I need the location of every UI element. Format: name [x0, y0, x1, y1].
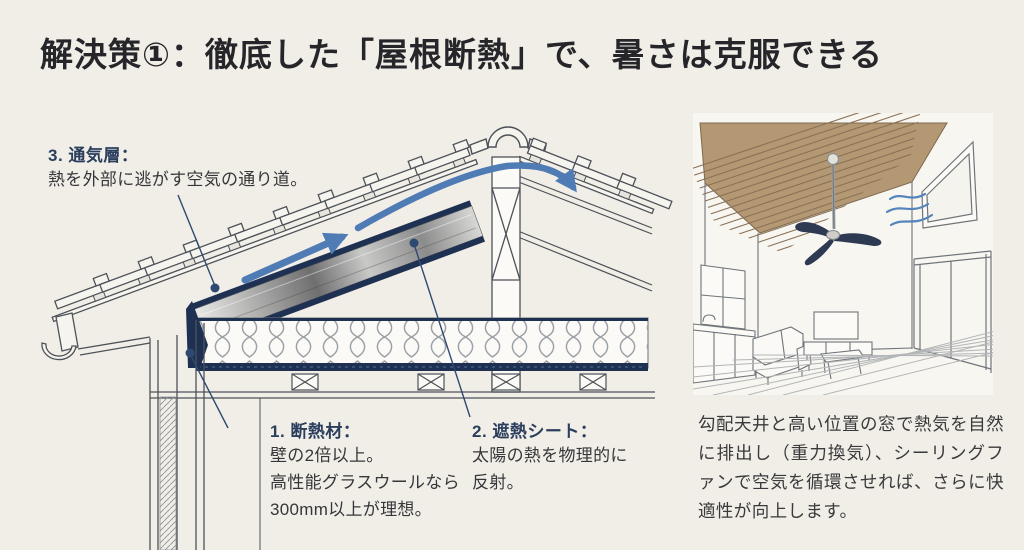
fan-blade-down	[804, 238, 834, 266]
callout-dot-vent	[210, 283, 220, 293]
ceiling-fan	[795, 152, 882, 266]
ceiling-structure	[150, 373, 655, 399]
callout-dot-ins	[185, 348, 195, 358]
floor-planks	[693, 331, 993, 395]
airflow-arrow-ridge	[354, 162, 577, 232]
faucet-icon	[702, 314, 716, 323]
window-airflow-waves	[885, 192, 934, 227]
callout-insulation: 1. 断熱材： 壁の2倍以上。 高性能グラスウールなら 300mm以上が理想。	[270, 417, 460, 523]
airflow-arrows	[241, 162, 577, 284]
callout-dot-sheet	[409, 238, 419, 248]
callout-body-line: 反射。	[472, 473, 524, 492]
airflow-arrow-mid-slope	[241, 232, 349, 284]
sliding-door	[913, 250, 992, 373]
callout-radiant-barrier: 2. 遮熱シート： 太陽の熱を物理的に 反射。	[472, 417, 628, 496]
right-roof-rafters	[515, 174, 653, 292]
interior-illustration	[693, 113, 993, 395]
callout-body-line: 太陽の熱を物理的に	[472, 446, 628, 465]
callout-ventilation-layer: 3. 通気層： 熱を外部に逃がす空気の通り道。	[48, 141, 308, 193]
clerestory-window	[921, 140, 978, 229]
callout-body-line: 壁の2倍以上。	[270, 446, 384, 465]
eave-and-gutter	[41, 312, 151, 361]
callout-leaders	[177, 194, 471, 429]
callout-body-line: 300mm以上が理想。	[270, 500, 432, 519]
roof-cross-section-diagram	[41, 126, 676, 550]
callout-heading: 3. 通気層：	[48, 146, 139, 165]
callout-body-line: 高性能グラスウールなら	[270, 473, 460, 492]
wall-section	[149, 320, 261, 550]
kitchen-counter	[693, 264, 756, 384]
fan-blade-right	[834, 233, 882, 246]
callout-body: 熱を外部に逃がす空気の通り道。	[48, 170, 308, 189]
page-title: 解決策①：徹底した「屋根断熱」で、暑さは克服できる	[40, 36, 883, 73]
callout-heading: 1. 断熱材：	[270, 422, 361, 441]
insulation-batts	[186, 301, 649, 371]
fan-blade-left	[795, 222, 833, 239]
callout-heading: 2. 遮熱シート：	[472, 422, 598, 441]
right-panel-caption: 勾配天井と高い位置の窓で熱気を自然に排出し（重力換気）、シーリングファンで空気を…	[698, 414, 1004, 521]
gutter	[41, 342, 77, 361]
